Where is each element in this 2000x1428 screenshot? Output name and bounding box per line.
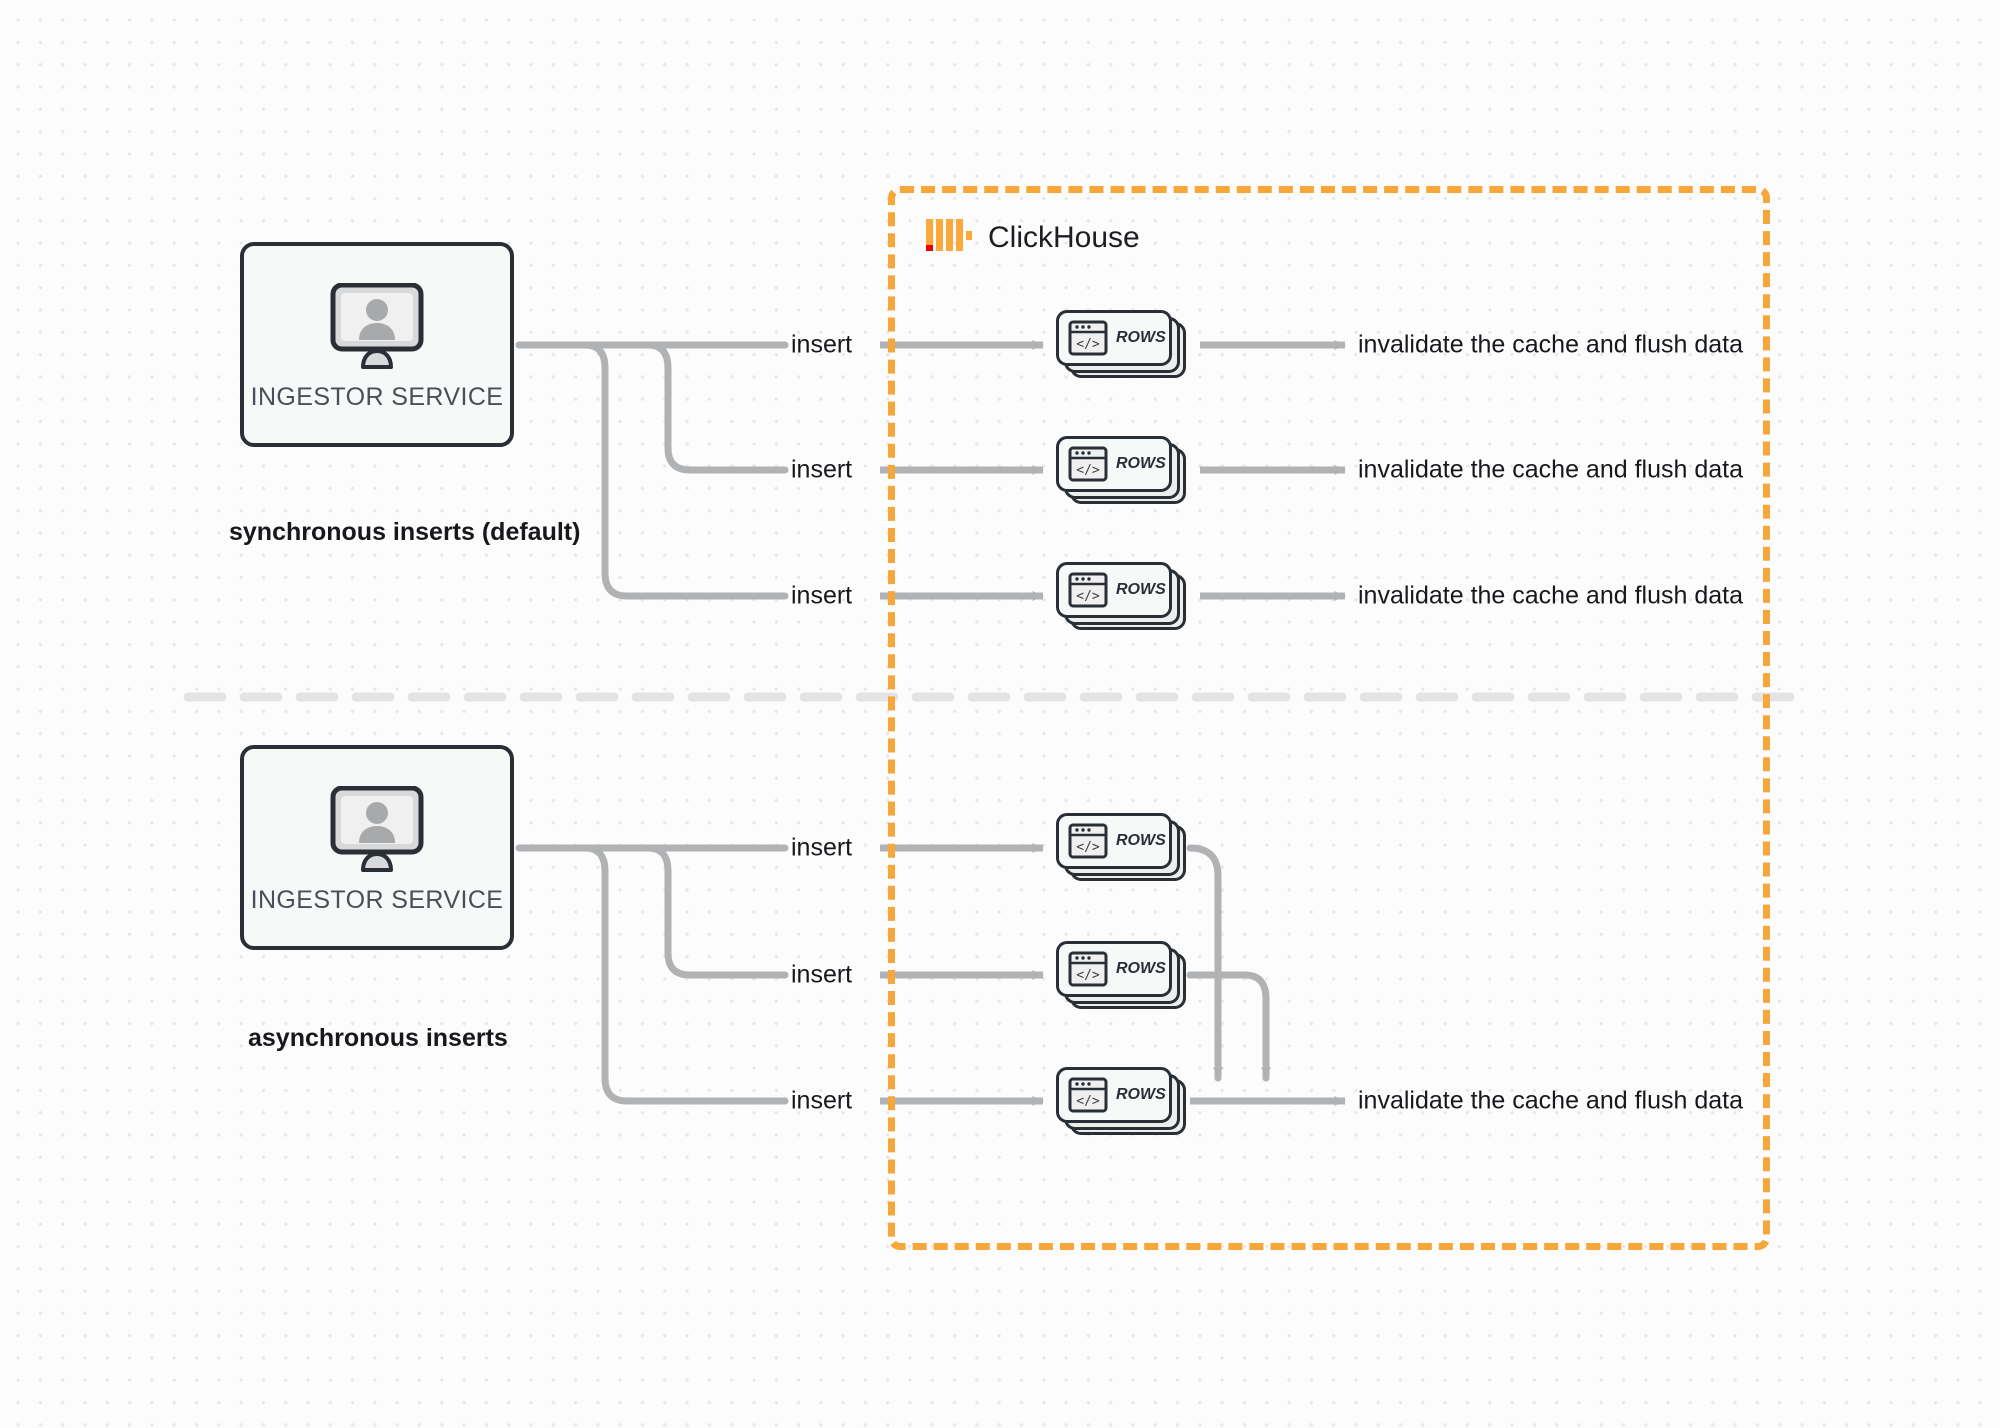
async-rows-card-label-2: ROWS	[1116, 960, 1166, 977]
sync-rows-card-3[interactable]: </> ROWS	[1056, 562, 1186, 630]
async-insert-label-1: insert	[791, 833, 853, 862]
sync-sink-label-1: invalidate the cache and flush data	[1358, 330, 1743, 359]
svg-text:</>: </>	[1076, 463, 1100, 478]
code-window-icon: </>	[1068, 320, 1108, 356]
async-insert-arrows	[880, 843, 1044, 1106]
clickhouse-logo	[926, 219, 972, 251]
sync-rows-card-label-1: ROWS	[1116, 329, 1166, 346]
sync-rows-card-2[interactable]: </> ROWS	[1056, 436, 1186, 504]
async-rows-card-label-1: ROWS	[1116, 832, 1166, 849]
card-front: </> ROWS	[1056, 562, 1172, 618]
sync-insert-label-1: insert	[791, 330, 853, 359]
code-window-icon: </>	[1068, 1077, 1108, 1113]
async-rows-card-2[interactable]: </> ROWS	[1056, 941, 1186, 1009]
sync-fanout-edges	[515, 341, 789, 600]
async-buffer-converge-edges	[1186, 844, 1271, 1082]
async-fanout-edges	[515, 844, 789, 1105]
svg-text:</>: </>	[1076, 840, 1100, 855]
async-rows-card-1[interactable]: </> ROWS	[1056, 813, 1186, 881]
card-front: </> ROWS	[1056, 941, 1172, 997]
svg-text:</>: </>	[1076, 337, 1100, 352]
clickhouse-name: ClickHouse	[988, 221, 1140, 254]
sync-rows-card-label-2: ROWS	[1116, 455, 1166, 472]
async-rows-card-3[interactable]: </> ROWS	[1056, 1067, 1186, 1135]
sync-rows-card-label-3: ROWS	[1116, 581, 1166, 598]
sync-section-caption: synchronous inserts (default)	[229, 518, 581, 546]
svg-text:</>: </>	[1076, 589, 1100, 604]
monitor-user-icon	[330, 786, 424, 872]
card-front: </> ROWS	[1056, 310, 1172, 366]
code-window-icon: </>	[1068, 572, 1108, 608]
async-insert-label-3: insert	[791, 1086, 853, 1115]
sync-rows-card-1[interactable]: </> ROWS	[1056, 310, 1186, 378]
sync-insert-label-2: insert	[791, 455, 853, 484]
sync-sink-label-3: invalidate the cache and flush data	[1358, 581, 1743, 610]
sync-ingestor-service-node[interactable]: INGESTOR SERVICE	[240, 242, 514, 447]
sync-flush-arrows	[1200, 340, 1346, 601]
async-ingestor-service-label: INGESTOR SERVICE	[250, 886, 504, 914]
code-window-icon: </>	[1068, 823, 1108, 859]
svg-text:</>: </>	[1076, 1094, 1100, 1109]
svg-text:</>: </>	[1076, 968, 1100, 983]
sync-ingestor-service-label: INGESTOR SERVICE	[250, 383, 504, 411]
async-sink-label: invalidate the cache and flush data	[1358, 1086, 1743, 1115]
code-window-icon: </>	[1068, 951, 1108, 987]
sync-sink-label-2: invalidate the cache and flush data	[1358, 455, 1743, 484]
async-section-caption: asynchronous inserts	[248, 1024, 508, 1052]
sync-insert-label-3: insert	[791, 581, 853, 610]
sync-insert-arrows	[880, 340, 1044, 601]
async-rows-card-label-3: ROWS	[1116, 1086, 1166, 1103]
code-window-icon: </>	[1068, 446, 1108, 482]
async-ingestor-service-node[interactable]: INGESTOR SERVICE	[240, 745, 514, 950]
clickhouse-brand: ClickHouse	[926, 219, 1140, 257]
card-front: </> ROWS	[1056, 1067, 1172, 1123]
async-insert-label-2: insert	[791, 960, 853, 989]
monitor-user-icon	[330, 283, 424, 369]
card-front: </> ROWS	[1056, 436, 1172, 492]
card-front: </> ROWS	[1056, 813, 1172, 869]
